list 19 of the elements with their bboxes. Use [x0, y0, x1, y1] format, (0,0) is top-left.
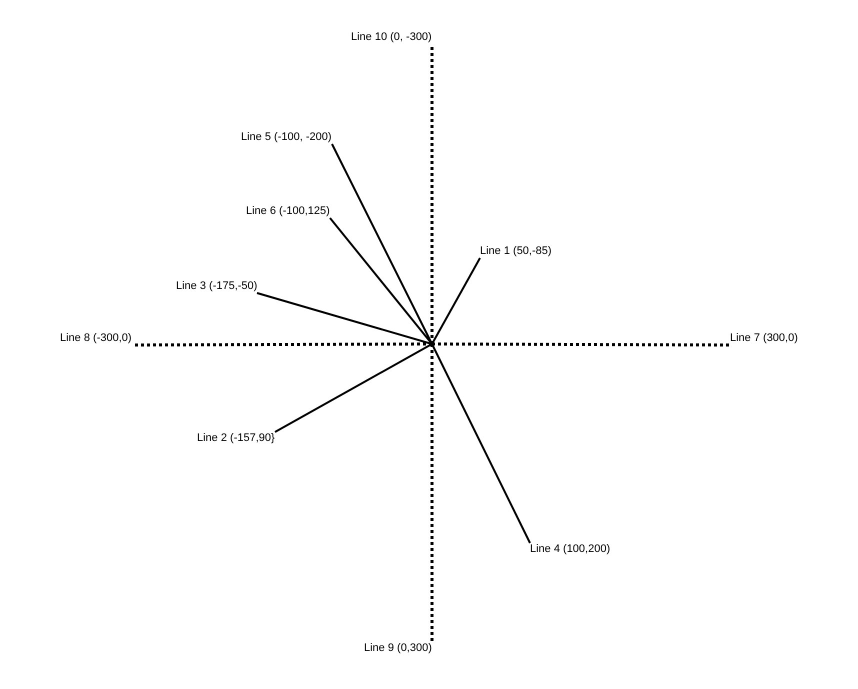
line-label: Line 4 (100,200) [530, 543, 610, 556]
dotted-line [430, 344, 434, 642]
line-label: Line 10 (0, -300) [351, 31, 432, 44]
line-label: Line 7 (300,0) [730, 332, 798, 345]
line [431, 344, 531, 544]
dotted-line [132, 342, 432, 346]
line [274, 343, 432, 433]
line-label: Line 1 (50,-85) [480, 245, 552, 258]
line-label: Line 2 (-157,90} [197, 432, 275, 445]
line-label: Line 8 (-300,0) [60, 332, 132, 345]
dotted-line [430, 44, 434, 344]
dotted-line [432, 342, 730, 346]
line-label: Line 9 (0,300) [364, 642, 432, 655]
line [329, 217, 433, 345]
line [256, 292, 432, 345]
line-label: Line 3 (-175,-50) [176, 280, 258, 293]
line-label: Line 6 (-100,125) [246, 205, 330, 218]
line [431, 258, 481, 344]
line-label: Line 5 (-100, -200) [241, 131, 332, 144]
